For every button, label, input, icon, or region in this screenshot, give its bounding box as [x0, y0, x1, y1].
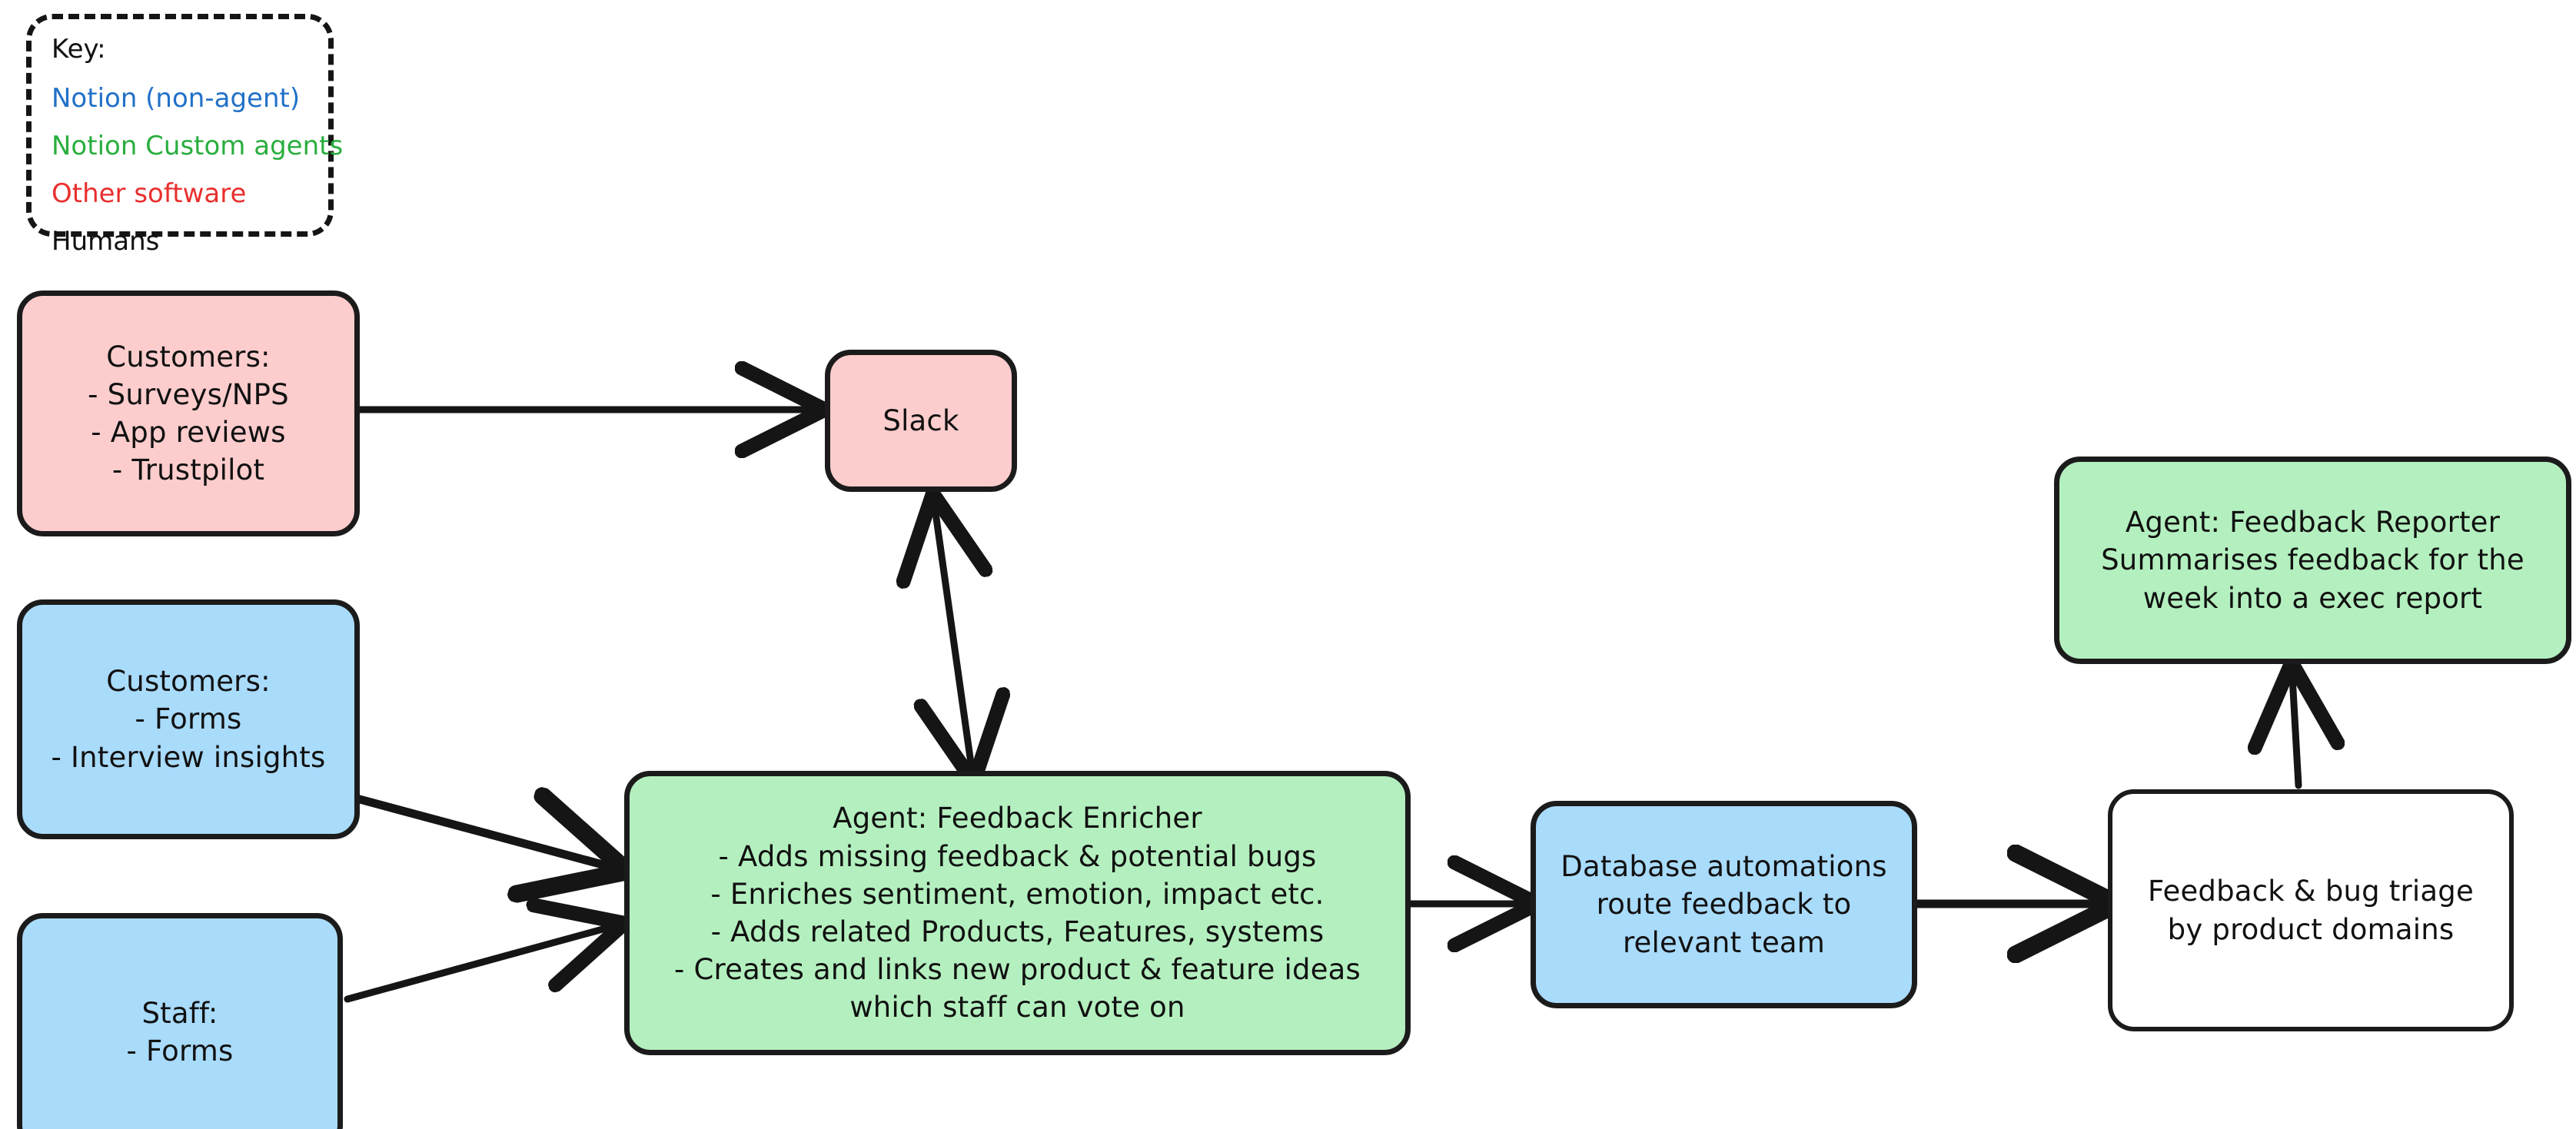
node-staff-forms-label: Staff: - Forms: [126, 996, 234, 1068]
node-customers-sources[interactable]: Customers: - Surveys/NPS - App reviews -…: [17, 291, 360, 536]
node-feedback-reporter[interactable]: Agent: Feedback Reporter Summarises feed…: [2054, 457, 2571, 664]
node-customers-sources-label: Customers: - Surveys/NPS - App reviews -…: [88, 340, 289, 487]
legend-item-notion-non-agent: Notion (non-agent): [52, 83, 301, 114]
node-slack-label: Slack: [882, 403, 959, 437]
edge-customers-forms-to-feedback-enricher: [355, 799, 611, 867]
node-database-automations[interactable]: Database automations route feedback to r…: [1531, 801, 1917, 1008]
legend-item-other-software: Other software: [52, 178, 247, 209]
edge-slack-to-feedback-enricher: [935, 507, 972, 769]
node-staff-forms[interactable]: Staff: - Forms: [17, 913, 343, 1129]
node-database-automations-label: Database automations route feedback to r…: [1561, 850, 1887, 959]
legend-key-box: Key: Notion (non-agent) Notion Custom ag…: [26, 14, 344, 254]
node-slack[interactable]: Slack: [825, 350, 1017, 492]
node-feedback-reporter-label: Agent: Feedback Reporter Summarises feed…: [2101, 506, 2524, 615]
node-feedback-enricher-label: Agent: Feedback Enricher - Adds missing …: [673, 802, 1361, 1024]
edge-staff-forms-to-feedback-enricher: [344, 927, 611, 1003]
node-customers-forms-label: Customers: - Forms - Interview insights: [51, 665, 326, 774]
node-customers-forms[interactable]: Customers: - Forms - Interview insights: [17, 599, 360, 839]
node-feedback-enricher[interactable]: Agent: Feedback Enricher - Adds missing …: [624, 771, 1411, 1055]
legend-item-notion-custom-agents: Notion Custom agents: [52, 131, 344, 161]
node-triage[interactable]: Feedback & bug triage by product domains: [2108, 789, 2514, 1031]
legend-item-humans: Humans: [52, 226, 160, 257]
edge-triage-to-feedback-reporter: [2292, 676, 2298, 789]
legend-title: Key:: [52, 34, 106, 65]
node-triage-label: Feedback & bug triage by product domains: [2148, 875, 2474, 946]
